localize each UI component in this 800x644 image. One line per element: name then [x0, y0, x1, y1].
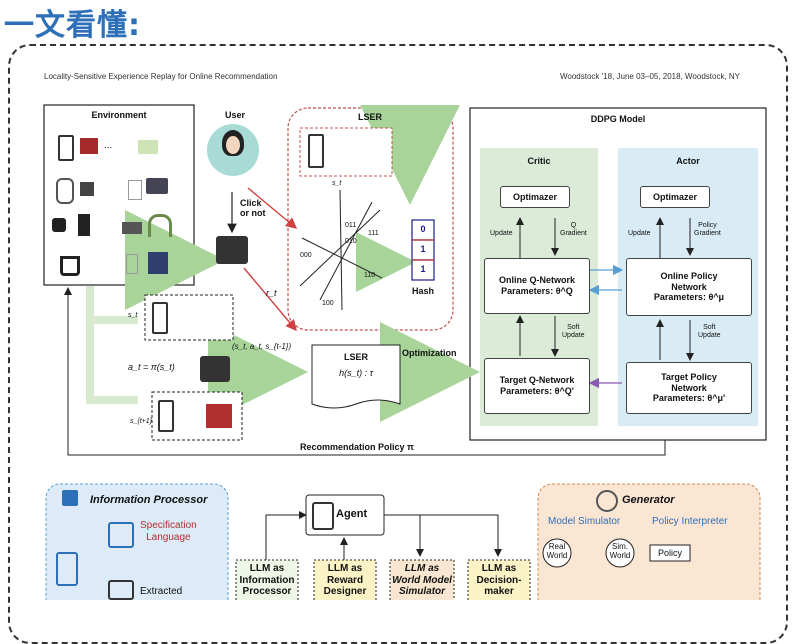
generator-title: Generator	[622, 494, 675, 506]
bucket-011: 011	[345, 222, 357, 229]
online-q-network: Online Q-Network Parameters: θ^Q	[484, 258, 590, 314]
llm-info-processor: LLM as Information Processor	[239, 563, 295, 597]
page-title: 一文看懂:	[4, 8, 141, 43]
policy-label: Policy	[657, 548, 682, 558]
settings-icon	[108, 522, 134, 548]
actor-policy-gradient: Policy Gradient	[694, 222, 721, 238]
charger-icon	[138, 140, 158, 154]
bucket-000: 000	[300, 252, 312, 259]
llm-world-model: LLM as World Model Simulator	[392, 563, 452, 597]
critic-soft-update: Soft Update	[562, 324, 585, 340]
bucket-110: 110	[364, 272, 376, 279]
model-simulator-label: Model Simulator	[548, 516, 621, 527]
click-label: Click or not	[240, 198, 266, 219]
robot-icon	[312, 502, 334, 530]
target-policy-network: Target Policy Network Parameters: θ^μ'	[626, 362, 752, 414]
lser-doc-title: LSER	[343, 352, 368, 362]
printer-icon-action	[200, 356, 230, 382]
sim-world-label: Sim. World	[609, 542, 631, 561]
lser-doc-formula: h(s_t) : τ	[339, 368, 373, 378]
actor-soft-update: Soft Update	[698, 324, 721, 340]
action-label: a_t = π(s_t)	[128, 362, 175, 372]
paper-header-left: Locality-Sensitive Experience Replay for…	[44, 72, 278, 81]
hash-bit-1: 1	[420, 244, 426, 254]
user-title: User	[224, 110, 245, 120]
hash-label: Hash	[411, 286, 434, 296]
phone-icon	[58, 135, 74, 161]
ellipsis-text: ...	[104, 140, 113, 151]
user-face	[226, 136, 240, 154]
phone-icon-state	[152, 302, 168, 334]
extracted-label: Extracted	[140, 586, 183, 597]
next-state-label: s_{t+1}	[130, 418, 152, 425]
critic-update: Update	[490, 230, 513, 237]
lser-state: s_t	[332, 180, 342, 187]
sweater-icon	[148, 252, 168, 274]
laptop-icon	[146, 178, 168, 194]
policy-interpreter-label: Policy Interpreter	[652, 516, 728, 527]
transition-label: (s_t, a_t, s_{t-1})	[232, 342, 292, 351]
mug-icon	[60, 256, 80, 276]
cup-icon	[52, 218, 66, 232]
ddpg-title: DDPG Model	[590, 114, 646, 124]
agent-title: Agent	[336, 508, 368, 520]
state-top-label: s_t	[128, 312, 138, 319]
printer-icon	[216, 236, 248, 264]
book-icon-next	[206, 404, 232, 428]
recommendation-policy-label: Recommendation Policy π	[300, 442, 414, 452]
critic-q-gradient: Q Gradient	[560, 222, 587, 238]
real-world-label: Real World	[546, 542, 568, 561]
actor-optimizer: Optimazer	[640, 186, 710, 208]
environment-title: Environment	[91, 110, 147, 120]
critic-title: Critic	[527, 156, 551, 166]
llm-decision-maker: LLM as Decision- maker	[476, 563, 522, 597]
printer-small-icon	[122, 222, 142, 234]
processor-icon	[62, 490, 78, 506]
paper-header-right: Woodstock '18, June 03–05, 2018, Woodsto…	[560, 72, 741, 81]
book-icon	[80, 138, 98, 154]
device-icon	[80, 182, 94, 196]
optimization-label: Optimization	[402, 348, 457, 358]
phone-outline-icon-2	[126, 254, 138, 274]
phone-icon-lser	[308, 134, 324, 168]
cable-icon	[56, 178, 74, 204]
gear-icon	[596, 490, 618, 512]
online-policy-network: Online Policy Network Parameters: θ^μ	[626, 258, 752, 316]
network-icon	[108, 580, 134, 600]
reward-label: r_t	[266, 288, 277, 298]
bucket-100: 100	[322, 300, 334, 307]
spec-language: Specification Language	[140, 520, 197, 543]
critic-optimizer: Optimazer	[500, 186, 570, 208]
target-q-network: Target Q-Network Parameters: θ^Q'	[484, 358, 590, 414]
hash-bit-2: 1	[420, 264, 426, 274]
actor-title: Actor	[676, 156, 700, 166]
lser-top-title: LSER	[357, 112, 382, 122]
document-icon	[56, 552, 78, 586]
bucket-111: 111	[368, 230, 379, 237]
hash-bit-0: 0	[420, 224, 426, 234]
actor-update: Update	[628, 230, 651, 237]
phone-outline-icon	[128, 180, 142, 200]
llm-reward-designer: LLM as Reward Designer	[323, 563, 367, 597]
drink-icon	[78, 214, 90, 236]
info-processor-title: Information Processor	[90, 494, 208, 506]
phone-icon-next	[158, 400, 174, 432]
headphones-icon	[148, 214, 172, 237]
bucket-010: 010	[345, 238, 357, 245]
